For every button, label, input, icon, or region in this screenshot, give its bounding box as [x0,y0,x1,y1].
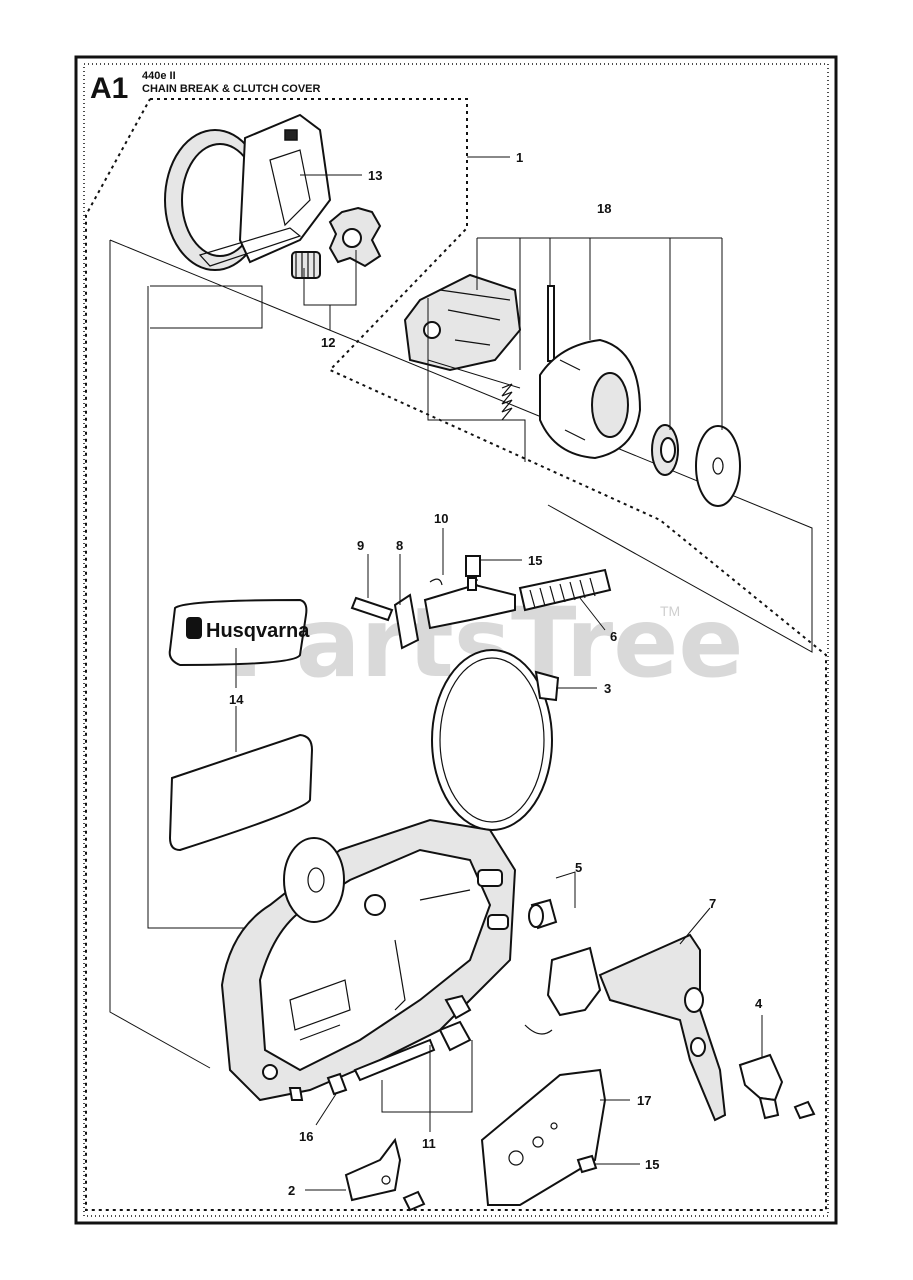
callout-7: 7 [709,896,716,911]
leader-lines [235,156,763,1191]
callout-10: 10 [434,511,448,526]
brand-decal-logo [186,617,202,639]
part-18-brake-assembly [403,273,741,507]
part-4-bracket [738,1053,784,1120]
watermark-trademark: TM [660,603,680,619]
part-2-block [344,1137,402,1202]
brand-decal-text: Husqvarna [206,620,310,642]
assembly-lines [109,239,813,1069]
callout-11: 11 [422,1136,436,1151]
leader-18 [476,237,723,430]
callout-4: 4 [755,996,763,1011]
part-12-gear-knob [291,206,382,279]
callout-15-top: 15 [528,553,542,568]
callout-6: 6 [610,629,617,644]
callout-14: 14 [229,692,244,707]
part-6-spring [518,568,612,612]
callout-9: 9 [357,538,364,553]
callout-5: 5 [575,860,582,875]
clutch-cover-body [220,818,517,1102]
part-13-cover-drum [164,113,332,271]
assembly-outline [85,98,827,1211]
page-code: A1 [90,72,128,105]
callout-15-bottom: 15 [645,1157,659,1172]
part-14-decals: Husqvarna [168,598,314,852]
callout-18: 18 [597,201,611,216]
part-8-10-linkage [350,555,516,650]
part-11-shaft-set [353,994,472,1082]
callout-3: 3 [604,681,611,696]
callout-1: 1 [516,150,523,165]
callout-16: 16 [299,1129,313,1144]
screws [288,577,816,1212]
frame-outer [74,55,838,1225]
callout-12: 12 [321,335,335,350]
page-title: CHAIN BREAK & CLUTCH COVER [142,83,321,95]
part-17-cover-plate [480,1068,607,1206]
part-7-hand-guard [524,933,727,1122]
part-5-bushing [528,898,558,930]
frame-inner [83,63,829,1217]
part-3-brake-band [431,649,560,831]
callout-17: 17 [637,1093,651,1108]
part-16-pin [326,1072,348,1096]
callout-13: 13 [368,168,382,183]
callout-2: 2 [288,1183,295,1198]
callout-8: 8 [396,538,403,553]
model-name: 440e II [142,70,176,82]
